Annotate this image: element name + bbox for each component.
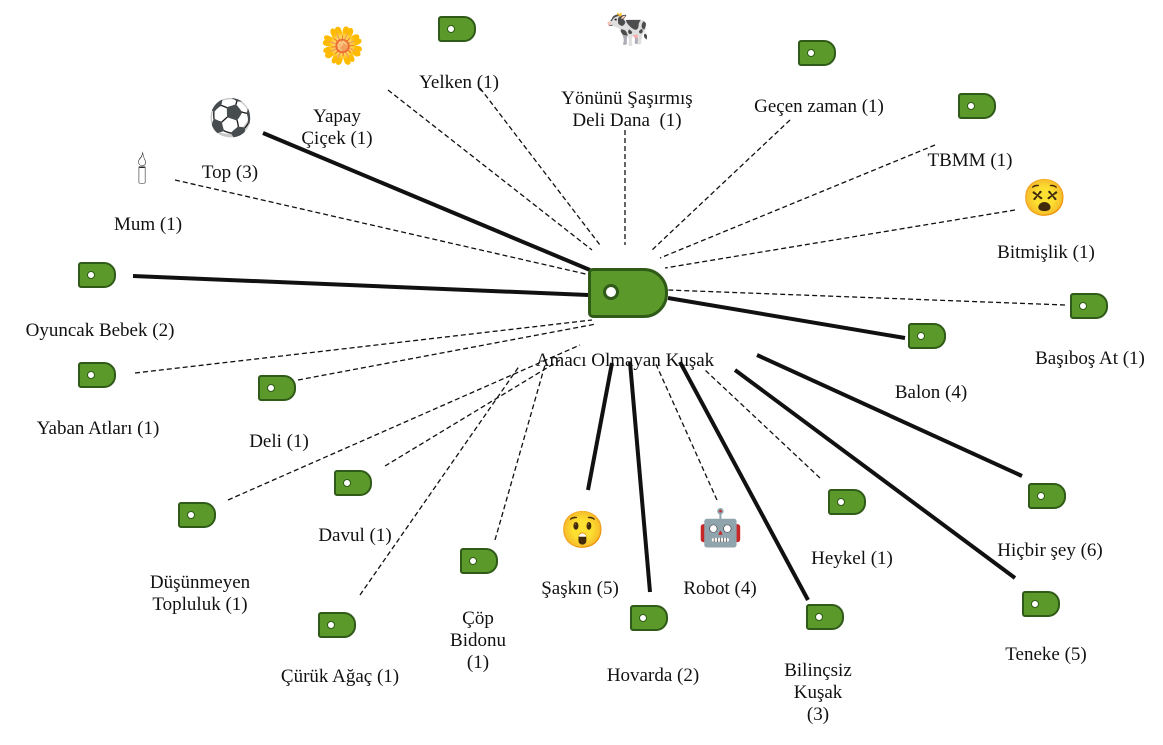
node-label-cop: Çöp Bidonu (1)	[450, 608, 506, 673]
center-tag-icon[interactable]	[588, 268, 668, 318]
node-label-deli: Deli (1)	[249, 431, 309, 452]
tag-icon[interactable]	[1028, 483, 1066, 509]
node-label-hicbir: Hiçbir şey (6)	[997, 540, 1103, 561]
tag-icon[interactable]	[178, 502, 216, 528]
node-label-dana: Yönünü Şaşırmış Deli Dana (1)	[561, 88, 693, 131]
tag-icon[interactable]	[806, 604, 844, 630]
edge-mum	[174, 179, 591, 276]
edge-tbmm	[659, 144, 936, 259]
dizzy-face-icon[interactable]: 😵	[1022, 178, 1067, 218]
tag-icon[interactable]	[828, 489, 866, 515]
node-label-yaban: Yaban Atları (1)	[36, 418, 160, 439]
node-label-bilincsiz: Bilinçsiz Kuşak (3)	[784, 660, 852, 725]
candle-icon[interactable]: 🕯	[137, 151, 148, 191]
edge-yapay	[387, 89, 593, 251]
edge-saskin	[586, 362, 614, 491]
edge-bilincsiz	[678, 361, 810, 601]
node-label-robot: Robot (4)	[683, 578, 757, 599]
cow-icon[interactable]: 🐄	[605, 8, 650, 48]
edge-curuk	[359, 364, 521, 596]
edge-hicbir	[756, 353, 1023, 478]
node-label-yapay: Yapay Çiçek (1)	[301, 106, 373, 149]
node-label-yelken: Yelken (1)	[419, 72, 499, 93]
edge-yelken	[479, 87, 601, 246]
edge-balon	[667, 296, 906, 340]
tag-icon[interactable]	[630, 605, 668, 631]
tag-icon[interactable]	[1022, 591, 1060, 617]
tag-icon[interactable]	[318, 612, 356, 638]
node-label-top: Top (3)	[201, 162, 259, 183]
tag-icon[interactable]	[438, 16, 476, 42]
edge-heykel	[704, 369, 821, 479]
tag-icon[interactable]	[334, 470, 372, 496]
node-label-gecen: Geçen zaman (1)	[754, 96, 884, 117]
node-label-hovarda: Hovarda (2)	[606, 665, 700, 686]
tag-icon[interactable]	[908, 323, 946, 349]
tag-icon[interactable]	[460, 548, 498, 574]
node-label-bitmis: Bitmişlik (1)	[997, 242, 1095, 263]
tag-icon[interactable]	[798, 40, 836, 66]
edge-deli	[297, 323, 597, 381]
center-label: Amacı Olmayan Kuşak	[535, 350, 715, 371]
tag-icon[interactable]	[78, 362, 116, 388]
surprised-face-icon[interactable]: 😲	[560, 510, 605, 550]
node-label-curuk: Çürük Ağaç (1)	[280, 666, 400, 687]
node-label-balon: Balon (4)	[894, 382, 968, 403]
node-label-oyuncak: Oyuncak Bebek (2)	[25, 320, 175, 341]
tag-icon[interactable]	[958, 93, 996, 119]
daisy-icon[interactable]: 🌼	[320, 26, 365, 66]
edge-oyuncak	[132, 274, 589, 297]
edge-bitmis	[664, 209, 1016, 269]
edge-hovarda	[628, 361, 652, 593]
tag-icon[interactable]	[1070, 293, 1108, 319]
robot-icon[interactable]: 🤖	[698, 508, 743, 548]
node-label-mum: Mum (1)	[113, 214, 183, 235]
edge-yaban	[134, 319, 593, 374]
soccer-ball-icon[interactable]: ⚽	[208, 98, 253, 138]
edge-teneke	[733, 368, 1017, 580]
edge-dusun	[227, 344, 581, 501]
node-label-saskin: Şaşkın (5)	[541, 578, 619, 599]
node-label-tbmm: TBMM (1)	[927, 150, 1013, 171]
node-label-heykel: Heykel (1)	[811, 548, 893, 569]
node-label-davul: Davul (1)	[318, 525, 392, 546]
edge-basibos	[667, 289, 1066, 306]
edge-davul	[384, 359, 561, 467]
edge-cop	[494, 364, 546, 541]
edge-robot	[654, 361, 718, 501]
tag-icon[interactable]	[78, 262, 116, 288]
edge-top	[262, 131, 591, 272]
node-label-dusun: Düşünmeyen Topluluk (1)	[149, 572, 251, 615]
edge-gecen	[651, 119, 791, 251]
tag-icon[interactable]	[258, 375, 296, 401]
node-label-teneke: Teneke (5)	[1005, 644, 1087, 665]
node-label-basibos: Başıboş At (1)	[1035, 348, 1145, 369]
